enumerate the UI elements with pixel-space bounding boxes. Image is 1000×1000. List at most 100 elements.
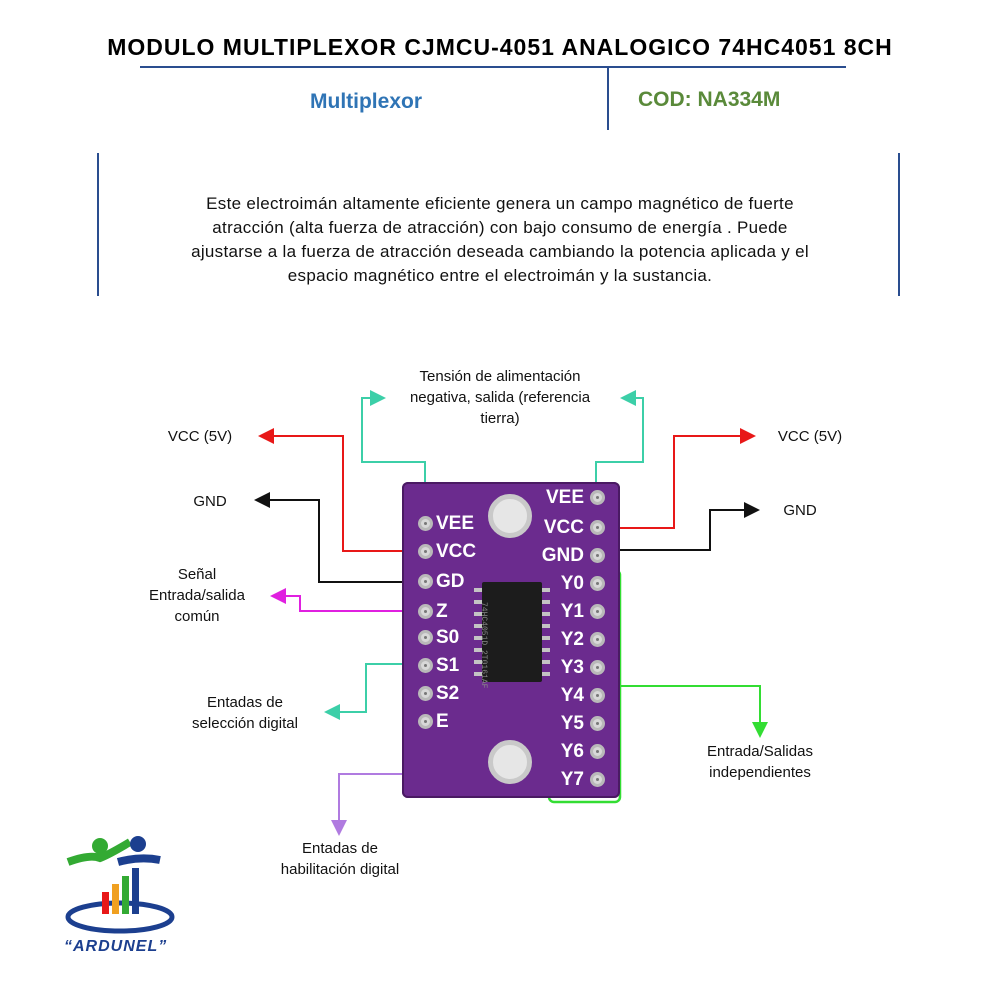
vee-right-line	[595, 390, 644, 496]
description-line: Este electroimán altamente eficiente gen…	[206, 194, 794, 213]
right-pin-label: VCC	[543, 517, 584, 538]
right-pin-label: Y6	[560, 741, 584, 762]
right-pin-y3	[590, 660, 605, 675]
chip-leg	[542, 660, 550, 664]
select-line	[324, 663, 409, 720]
ic-chip	[482, 582, 542, 682]
vcc-left-label: VCC (5V)	[167, 428, 233, 445]
select-label-line: selección digital	[192, 715, 298, 732]
chip-leg	[474, 600, 482, 604]
left-pin-label: E	[436, 711, 449, 732]
header-vertical-divider	[607, 68, 609, 130]
enable-label-line: habilitación digital	[280, 861, 400, 878]
left-pin-label: VEE	[436, 513, 475, 534]
gnd-right-label: GND	[783, 502, 817, 519]
vee-label-line: tierra)	[480, 410, 520, 427]
right-pin-label: Y7	[560, 769, 584, 790]
chip-leg	[542, 624, 550, 628]
left-pin-label: Z	[436, 601, 448, 622]
left-pin-e	[418, 714, 433, 729]
left-pin-s2	[418, 686, 433, 701]
chip-leg	[474, 588, 482, 592]
vcc-right-label: VCC (5V)	[777, 428, 843, 445]
signal-line	[270, 588, 425, 612]
gnd-left-label: GND	[193, 493, 227, 510]
chip-leg	[474, 636, 482, 640]
description-line: espacio magnético entre el electroimán y…	[287, 266, 713, 285]
chip-leg	[542, 612, 550, 616]
left-pin-label: GD	[436, 571, 465, 592]
vcc-right-line	[596, 428, 756, 529]
vee-label-line: Tensión de alimentación	[419, 368, 581, 385]
io-label: Entrada/Salidas independientes	[680, 741, 840, 783]
right-pin-label: Y5	[560, 713, 584, 734]
right-pin-label: Y0	[560, 573, 584, 594]
left-pin-vee	[418, 516, 433, 531]
signal-label: Señal Entrada/salida común	[122, 564, 272, 627]
right-pin-y6	[590, 744, 605, 759]
right-pin-y0	[590, 576, 605, 591]
signal-label-line: Entrada/salida	[149, 587, 245, 604]
left-pin-gd	[418, 574, 433, 589]
vee-label-line: negativa, salida (referencia	[409, 389, 591, 406]
right-pin-vee	[590, 490, 605, 505]
right-pin-y2	[590, 632, 605, 647]
chip-leg	[542, 588, 550, 592]
left-pin-label: S1	[436, 655, 460, 676]
description-left-border	[97, 153, 99, 296]
io-label-line: independientes	[709, 764, 811, 781]
header-divider	[140, 66, 846, 68]
product-code: COD: NA334M	[638, 88, 781, 111]
enable-label: Entadas de habilitación digital	[255, 838, 425, 880]
right-pin-label: Y4	[560, 685, 584, 706]
io-line	[620, 685, 768, 738]
left-pin-label: VCC	[436, 541, 477, 562]
right-pin-gnd	[590, 548, 605, 563]
vcc-left-line	[258, 428, 425, 552]
gnd-right-line	[596, 502, 760, 551]
product-description: Este electroimán altamente eficiente gen…	[120, 192, 880, 288]
vee-label: Tensión de alimentación negativa, salida…	[380, 366, 620, 429]
mounting-hole-bottom	[488, 740, 532, 784]
chip-leg	[542, 672, 550, 676]
right-pin-label: GND	[541, 545, 584, 566]
right-pin-label: VEE	[545, 487, 584, 508]
ardunel-logo-text: “ARDUNEL”	[64, 938, 168, 955]
mounting-hole-top	[488, 494, 532, 538]
left-pin-label: S2	[436, 683, 460, 704]
chip-leg	[474, 624, 482, 628]
right-pin-label: Y1	[560, 601, 584, 622]
description-line: ajustarse a la fuerza de atracción desea…	[191, 242, 809, 261]
right-pin-vcc	[590, 520, 605, 535]
right-pin-y7	[590, 772, 605, 787]
right-pin-label: Y2	[560, 629, 584, 650]
signal-label-line: Señal	[177, 566, 217, 583]
chip-leg	[542, 600, 550, 604]
chip-leg	[474, 672, 482, 676]
chip-leg	[474, 648, 482, 652]
chip-leg	[474, 660, 482, 664]
select-label-line: Entadas de	[207, 694, 283, 711]
gnd-left-line	[254, 492, 425, 583]
chip-leg	[542, 648, 550, 652]
signal-label-line: común	[174, 608, 220, 625]
left-pin-vcc	[418, 544, 433, 559]
left-pin-s1	[418, 658, 433, 673]
chip-leg	[542, 636, 550, 640]
left-pin-s0	[418, 630, 433, 645]
left-pin-label: S0	[436, 627, 460, 648]
description-right-border	[898, 153, 900, 296]
right-pin-y5	[590, 716, 605, 731]
right-pin-y1	[590, 604, 605, 619]
chip-leg	[474, 612, 482, 616]
io-label-line: Entrada/Salidas	[707, 743, 813, 760]
ardunel-logo-icon	[65, 836, 175, 934]
category-label: Multiplexor	[310, 90, 423, 113]
page-title: MODULO MULTIPLEXOR CJMCU-4051 ANALOGICO …	[107, 34, 893, 60]
right-pin-label: Y3	[560, 657, 584, 678]
enable-label-line: Entadas de	[302, 840, 378, 857]
left-pin-z	[418, 604, 433, 619]
right-pin-y4	[590, 688, 605, 703]
select-label: Entadas de selección digital	[170, 692, 320, 734]
